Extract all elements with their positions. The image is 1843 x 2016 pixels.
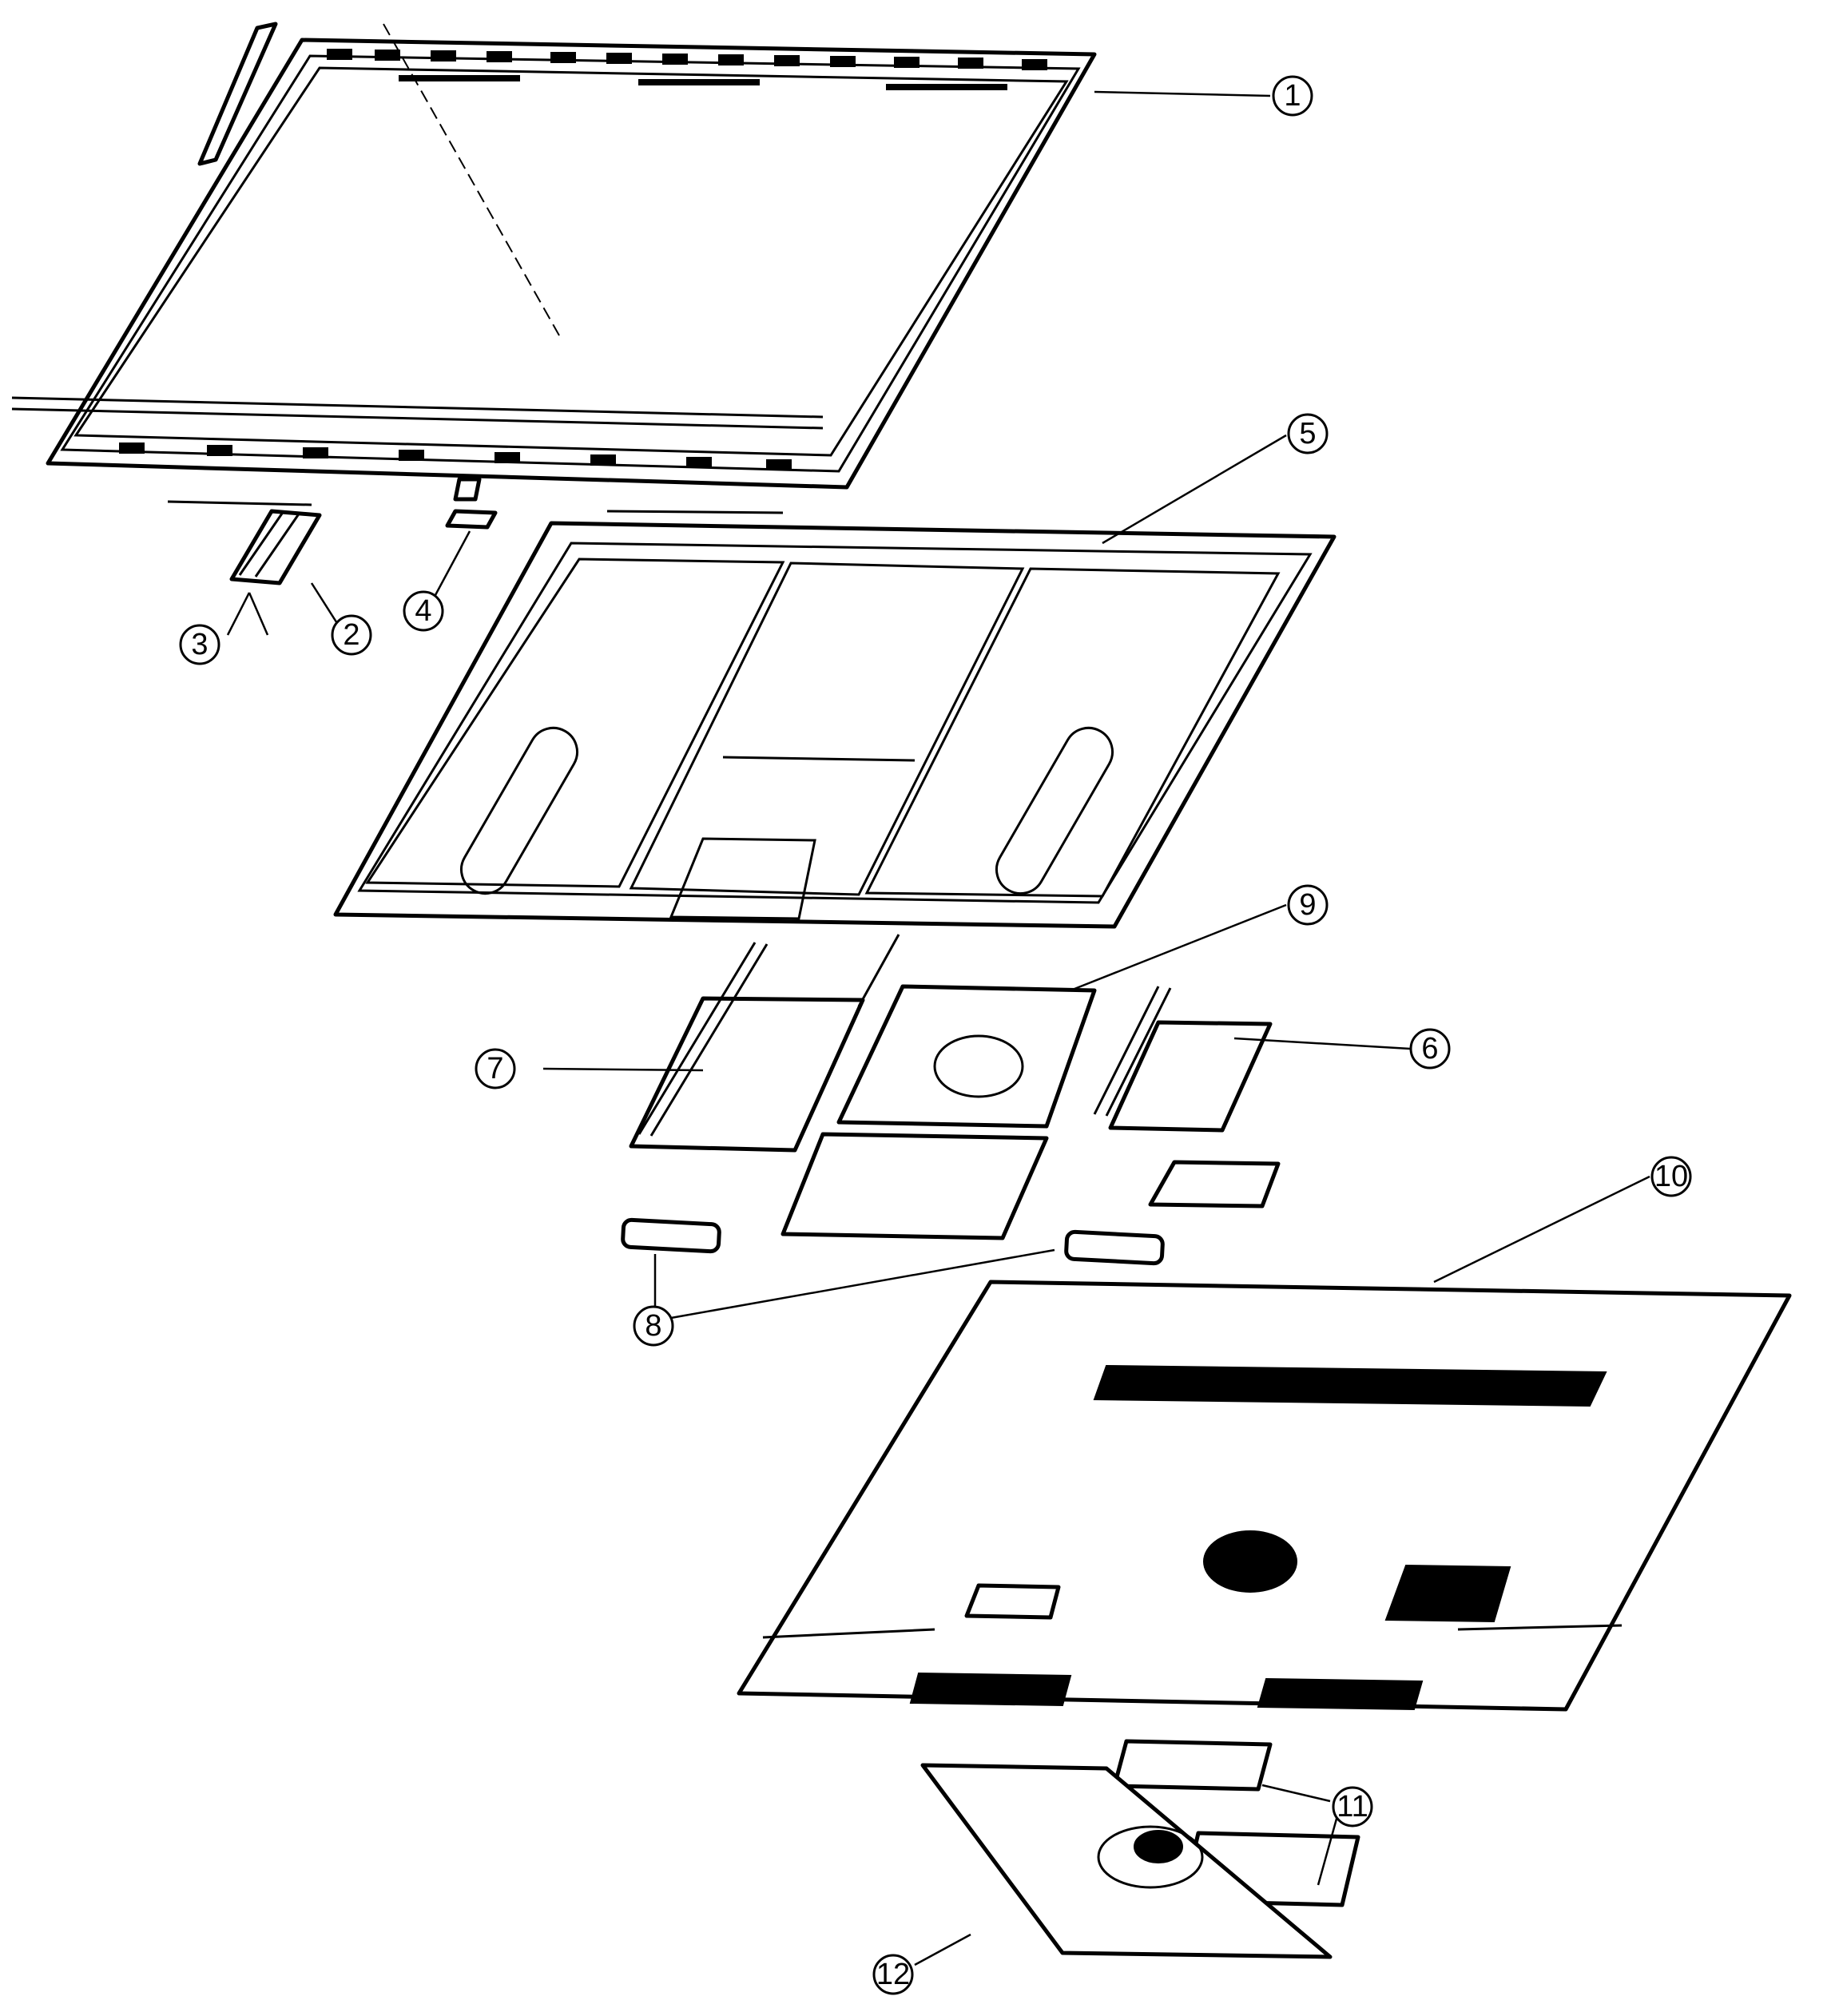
callout-label: 1 xyxy=(1284,79,1301,113)
callout-2: 2 xyxy=(331,614,372,656)
callout-label: 7 xyxy=(487,1052,503,1085)
callout-7: 7 xyxy=(475,1048,516,1089)
callout-4: 4 xyxy=(403,590,444,632)
callout-label: 5 xyxy=(1299,417,1316,450)
callout-label: 6 xyxy=(1421,1032,1438,1066)
speaker-pair xyxy=(621,1217,1165,1266)
callout-5: 5 xyxy=(1287,413,1329,454)
callout-label: 8 xyxy=(645,1309,661,1343)
callout-label: 2 xyxy=(343,618,359,652)
main-chassis-frame xyxy=(333,510,1337,929)
callout-6: 6 xyxy=(1409,1028,1451,1070)
right-circuit-board xyxy=(1093,986,1281,1208)
callout-label: 10 xyxy=(1654,1160,1688,1193)
stand-neck-brackets xyxy=(1112,1739,1360,1907)
center-mount-bracket xyxy=(780,984,1097,1240)
callout-11: 11 xyxy=(1332,1786,1373,1827)
callout-12: 12 xyxy=(872,1954,914,1995)
callout-10: 10 xyxy=(1650,1156,1692,1197)
stand-base xyxy=(920,1763,1333,1959)
callout-label: 12 xyxy=(876,1958,910,1991)
callout-label: 9 xyxy=(1299,888,1316,922)
side-bracket-parts xyxy=(167,500,322,585)
small-clip-part xyxy=(445,477,498,530)
left-circuit-board xyxy=(629,934,900,1153)
back-cover xyxy=(737,1280,1792,1712)
callout-label: 4 xyxy=(415,594,431,628)
callout-8: 8 xyxy=(633,1305,674,1347)
callout-label: 11 xyxy=(1337,1790,1368,1824)
front-bezel-frame xyxy=(11,22,1097,490)
callout-3: 3 xyxy=(179,624,220,665)
callout-9: 9 xyxy=(1287,884,1329,926)
callout-leaders xyxy=(226,90,1650,1966)
callout-label: 3 xyxy=(191,628,208,661)
callout-1: 1 xyxy=(1272,75,1313,117)
